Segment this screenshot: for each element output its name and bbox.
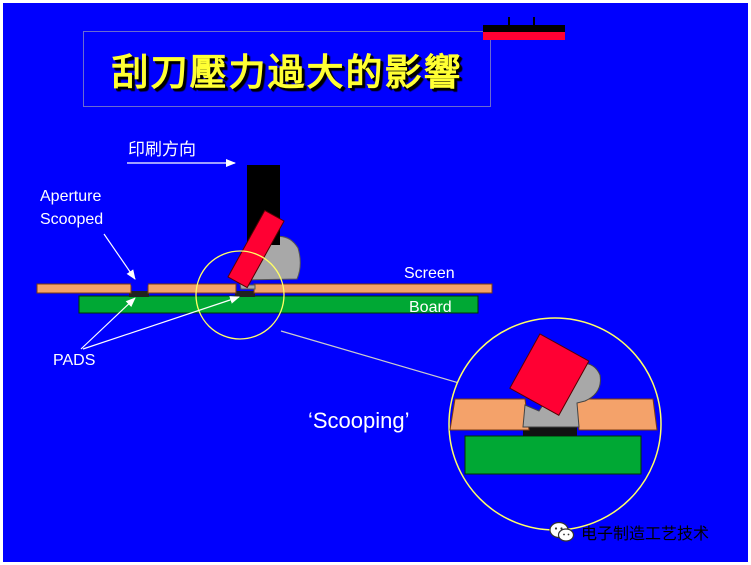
screen — [36, 283, 493, 294]
wechat-icon — [549, 521, 575, 542]
board — [78, 295, 479, 314]
highlight-circle — [195, 250, 285, 340]
zoom-connector — [280, 330, 460, 384]
zoom-view — [448, 317, 662, 531]
scooped-aperture — [130, 283, 149, 291]
slide: 刮刀壓力過大的影響 印刷方向 — [3, 3, 748, 562]
screen-label: Screen — [404, 265, 455, 282]
pads-label: PADS — [53, 352, 95, 369]
squeegee-blade — [227, 209, 285, 289]
watermark-text: 电子制造工艺技术 — [581, 524, 710, 543]
title-box: 刮刀壓力過大的影響 — [83, 31, 491, 107]
slide-title: 刮刀壓力過大的影響 — [111, 51, 463, 94]
diagram: 印刷方向 Aperture Scooped Screen — [36, 17, 662, 531]
aperture-label: Aperture — [40, 188, 101, 205]
direction-label: 印刷方向 — [128, 140, 196, 160]
watermark: 电子制造工艺技术 — [549, 519, 709, 545]
aperture-arrow — [103, 233, 136, 280]
pad-right — [235, 291, 255, 297]
corner-logo-icon — [483, 17, 565, 40]
board-label: Board — [409, 299, 452, 316]
pads-arrow-left — [80, 297, 136, 350]
scooping-label: ‘Scooping’ — [308, 408, 410, 433]
pads-arrow-right — [82, 296, 240, 350]
scooped-label: Scooped — [40, 211, 103, 228]
pad-left — [129, 291, 149, 297]
